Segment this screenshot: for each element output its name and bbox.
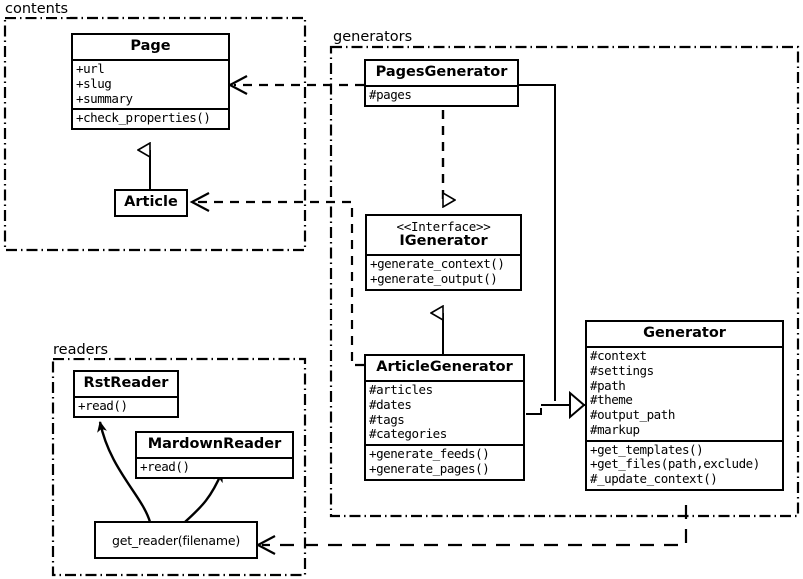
class-name-rst-reader: RstReader bbox=[83, 375, 169, 391]
relationship-get-reader-creates-mardownreader bbox=[184, 471, 224, 523]
package-label-readers: readers bbox=[52, 342, 111, 358]
attribute-item: #dates bbox=[369, 396, 412, 412]
operation-item: #_update_context() bbox=[590, 471, 718, 487]
operation-item: +generate_output() bbox=[370, 271, 498, 287]
class-operations-mardown-reader: +read() bbox=[137, 457, 292, 477]
operation-item: +read() bbox=[78, 398, 128, 414]
class-attributes-article-generator: #articles #dates #tags #categories bbox=[366, 380, 523, 444]
class-box-article[interactable]: Article bbox=[114, 189, 188, 218]
class-box-generator[interactable]: Generator #context #settings #path #them… bbox=[585, 320, 784, 491]
attribute-item: #pages bbox=[369, 87, 412, 103]
class-stereotype-igenerator: <<Interface>> bbox=[396, 219, 491, 234]
class-operations-generator: +get_templates() +get_files(path,exclude… bbox=[587, 439, 782, 489]
relationship-generators-extend-generator bbox=[519, 84, 586, 420]
attribute-item: #settings bbox=[590, 362, 654, 378]
attribute-item: #path bbox=[590, 377, 626, 393]
class-attributes-pages-generator: #pages bbox=[366, 85, 517, 105]
class-attributes-generator: #context #settings #path #theme #output_… bbox=[587, 346, 782, 440]
class-attributes-page: +url +slug +summary bbox=[73, 59, 228, 108]
class-operations-rst-reader: +read() bbox=[75, 396, 177, 416]
class-name-article: Article bbox=[124, 194, 178, 210]
class-name-pages-generator: PagesGenerator bbox=[375, 64, 508, 80]
class-box-page[interactable]: Page +url +slug +summary +check_properti… bbox=[71, 33, 230, 131]
operation-item: +get_files(path,exclude) bbox=[590, 456, 760, 472]
operation-item: +check_properties() bbox=[76, 110, 211, 126]
function-label-get-reader: get_reader(filename) bbox=[112, 532, 240, 548]
relationship-generator-uses-get-reader bbox=[255, 505, 688, 555]
package-label-generators: generators bbox=[332, 29, 415, 45]
attribute-item: #theme bbox=[590, 392, 633, 408]
class-operations-article-generator: +generate_feeds() +generate_pages() bbox=[366, 444, 523, 479]
operation-item: +read() bbox=[140, 459, 190, 475]
class-box-rst-reader[interactable]: RstReader +read() bbox=[73, 370, 179, 418]
class-operations-page: +check_properties() bbox=[73, 108, 228, 128]
class-box-pages-generator[interactable]: PagesGenerator #pages bbox=[364, 59, 519, 107]
class-box-mardown-reader[interactable]: MardownReader +read() bbox=[135, 431, 294, 479]
attribute-item: #articles bbox=[369, 382, 433, 398]
class-name-igenerator: <<Interface>> IGenerator bbox=[367, 216, 520, 254]
function-box-get-reader[interactable]: get_reader(filename) bbox=[94, 521, 258, 559]
relationship-pagesgenerator-uses-page bbox=[227, 75, 364, 95]
attribute-item: #categories bbox=[369, 426, 447, 442]
attribute-item: +slug bbox=[76, 75, 112, 91]
attribute-item: #tags bbox=[369, 411, 405, 427]
class-operations-igenerator: +generate_context() +generate_output() bbox=[367, 254, 520, 289]
class-box-article-generator[interactable]: ArticleGenerator #articles #dates #tags … bbox=[364, 354, 525, 481]
attribute-item: #context bbox=[590, 348, 647, 364]
attribute-item: +summary bbox=[76, 90, 133, 106]
operation-item: +get_templates() bbox=[590, 441, 704, 457]
operation-item: +generate_pages() bbox=[369, 460, 490, 476]
attribute-item: #output_path bbox=[590, 407, 675, 423]
class-name-label: IGenerator bbox=[399, 233, 488, 250]
package-label-contents: contents bbox=[4, 1, 71, 17]
class-name-page: Page bbox=[130, 38, 171, 54]
class-name-generator: Generator bbox=[643, 325, 726, 341]
relationship-articlegenerator-uses-article bbox=[189, 192, 364, 367]
class-name-article-generator: ArticleGenerator bbox=[376, 359, 513, 375]
attribute-item: +url bbox=[76, 61, 105, 77]
class-name-mardown-reader: MardownReader bbox=[147, 436, 282, 452]
class-box-igenerator[interactable]: <<Interface>> IGenerator +generate_conte… bbox=[365, 214, 522, 291]
operation-item: +generate_feeds() bbox=[369, 446, 490, 462]
operation-item: +generate_context() bbox=[370, 256, 505, 272]
attribute-item: #markup bbox=[590, 421, 640, 437]
